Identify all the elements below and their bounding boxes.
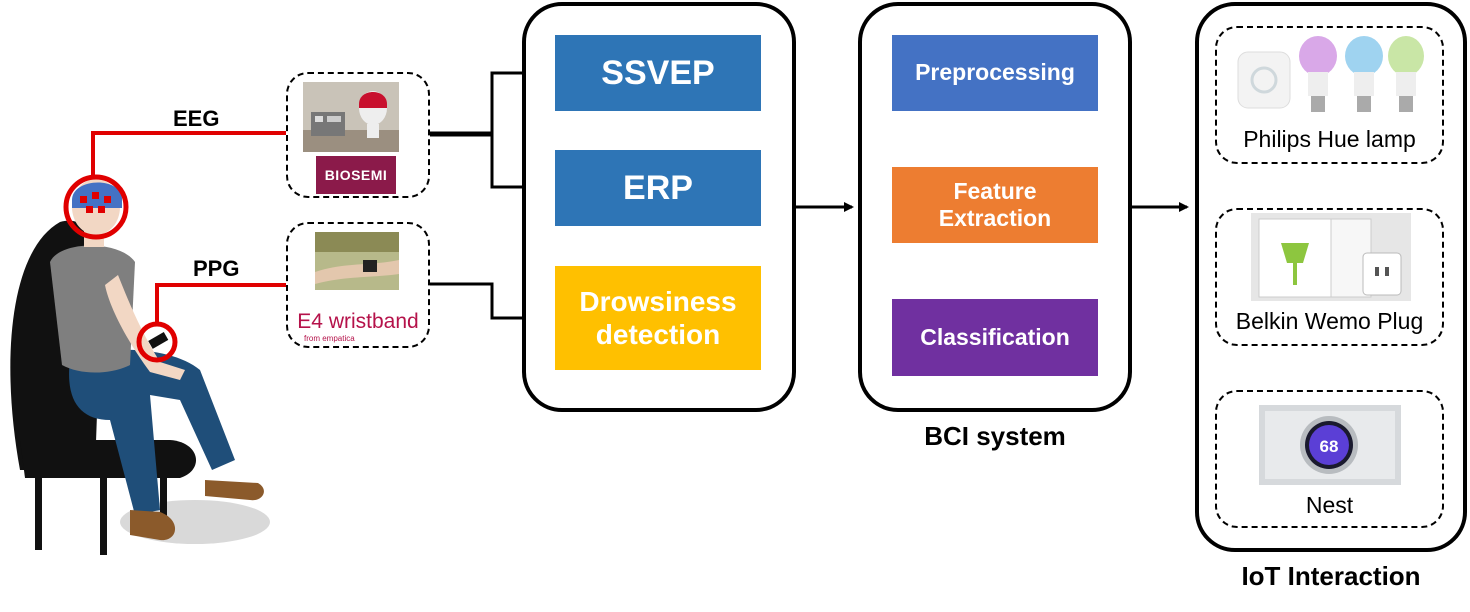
nest-label: Nest <box>1305 492 1354 518</box>
hue-lamp-photo <box>1237 36 1424 112</box>
drowsiness-box: Drowsiness detection <box>555 266 761 370</box>
nest-thermostat-photo: 68 <box>1259 405 1401 485</box>
feature-extraction-box: Feature Extraction <box>892 167 1098 243</box>
biosemi-logo: BIOSEMI <box>316 156 396 194</box>
wristband-photo <box>315 232 399 290</box>
ssvep-box: SSVEP <box>555 35 761 111</box>
wemo-label: Belkin Wemo Plug <box>1235 308 1424 334</box>
erp-box: ERP <box>555 150 761 226</box>
empatica-logo: from empatica <box>304 334 355 343</box>
preprocessing-box: Preprocessing <box>892 35 1098 111</box>
hue-device-box: Philips Hue lamp <box>1215 26 1444 164</box>
nest-device-box: 68 Nest <box>1215 390 1444 528</box>
ppg-device-box: E4 wristband from empatica <box>286 222 430 348</box>
arrow-to-drowsiness <box>430 282 550 323</box>
ppg-signal-line <box>155 283 300 324</box>
eeg-label: EEG <box>173 106 220 131</box>
person-in-chair-illustration <box>10 174 270 555</box>
wemo-plug-photo <box>1251 213 1411 301</box>
e4-wristband-logo: E4 wristband <box>297 310 419 333</box>
wemo-device-box: Belkin Wemo Plug <box>1215 208 1444 346</box>
classification-box: Classification <box>892 299 1098 376</box>
iot-interaction-title: IoT Interaction <box>1241 561 1421 591</box>
bci-system-title: BCI system <box>924 421 1066 451</box>
ppg-label: PPG <box>193 256 240 281</box>
nest-temperature: 68 <box>1320 437 1339 456</box>
biosemi-logo-text: BIOSEMI <box>324 167 388 183</box>
eeg-signal-line <box>91 131 300 177</box>
eeg-equipment-photo <box>303 82 399 152</box>
eeg-device-box: BIOSEMI <box>286 72 430 198</box>
hue-label: Philips Hue lamp <box>1243 126 1416 152</box>
